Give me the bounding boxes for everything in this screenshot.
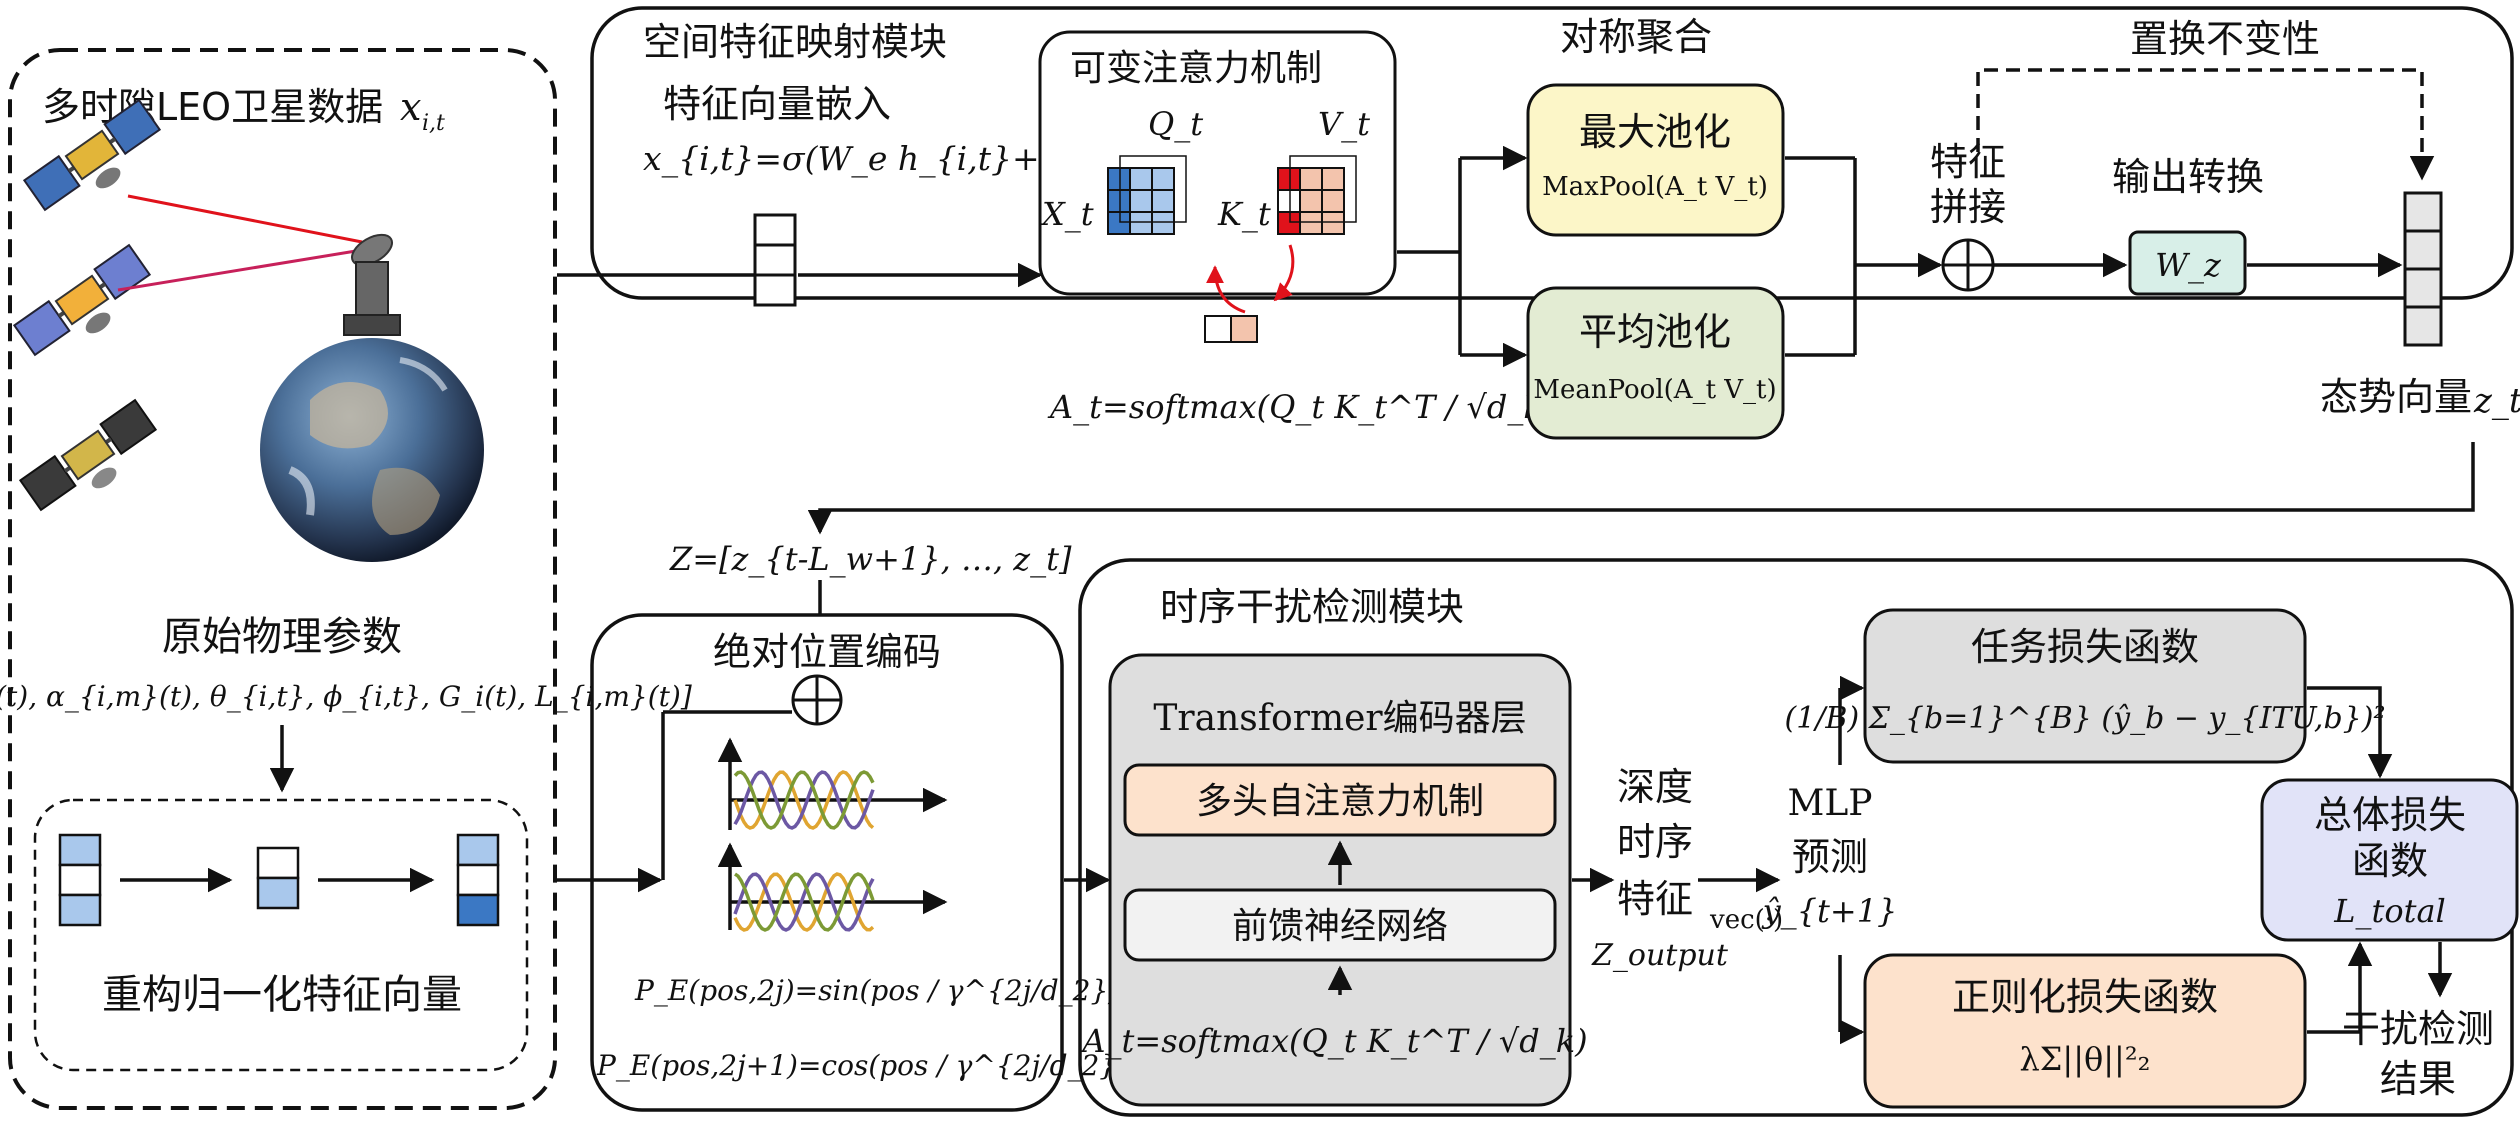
spatial-module-title: 空间特征映射模块 (643, 20, 947, 64)
k-label: K_t (1217, 195, 1271, 233)
pe-sin-formula: P_E(pos,2j)=sin(pos / γ^{2j/d_2}) (634, 974, 1119, 1007)
temporal-module: 时序干扰检测模块 Transformer编码器层 多头自注意力机制 前馈神经网络… (1078, 558, 2519, 1117)
swap-arrow-down (1273, 244, 1295, 302)
norm-vector-1 (58, 833, 102, 927)
mhsa-label: 多头自注意力机制 (1196, 781, 1484, 822)
attention-title: 可变注意力机制 (1070, 48, 1322, 89)
z-sequence-formula: Z=[z_{t-L_w+1}, …, z_t] (669, 540, 1072, 578)
wz-box (2128, 230, 2247, 296)
norm-subpanel (33, 798, 529, 1072)
norm-vector-3 (456, 833, 500, 927)
q-label: Q_t (1148, 105, 1203, 143)
downlink-1 (127, 194, 363, 244)
left-panel-border (8, 48, 557, 1110)
state-label: 态势向量 (2320, 375, 2472, 419)
total-loss-box (2260, 778, 2519, 942)
left-panel: 多时隙LEO卫星数据 x i,t (0, 48, 692, 1110)
ffn-label: 前馈神经网络 (1232, 906, 1448, 947)
reg-loss-formula: λΣ||θ||²₂ (2020, 1040, 2151, 1078)
concat-title-1: 特征 (1930, 140, 2006, 184)
meanpool-box (1526, 286, 1785, 440)
arrow-task-to-total (2307, 686, 2393, 779)
encoder-title: Transformer编码器层 (1153, 698, 1526, 739)
total-loss-formula: L_total (2333, 892, 2446, 930)
position-encoding-border (590, 613, 1064, 1112)
spatial-module: 空间特征映射模块 特征向量嵌入 x_{i,t}=σ(W_e h_{i,t}+b_… (590, 6, 2520, 440)
sinusoid-plot-2 (717, 842, 948, 932)
satellite-1-icon (22, 98, 162, 212)
ffn-box (1123, 888, 1557, 962)
maxpool-title: 最大池化 (1579, 110, 1731, 154)
reg-loss-title: 正则化损失函数 (1952, 975, 2218, 1019)
encoder-attn-formula: A_t=softmax(Q_t K_t^T / √d_k) (1079, 1022, 1587, 1060)
result-label-2: 结果 (2380, 1057, 2456, 1101)
reg-loss-box (1863, 953, 2307, 1109)
mlp-label-1: MLP (1788, 783, 1873, 824)
z-output-label: Z_output (1591, 938, 1729, 973)
deep-feature-1: 深度 (1617, 765, 1693, 809)
mlp-label-2: 预测 (1792, 835, 1868, 879)
mhsa-box (1123, 763, 1557, 837)
pe-cos-formula: P_E(pos,2j+1)=cos(pos / γ^{2j/d_2}) (596, 1049, 1128, 1082)
meanpool-formula: MeanPool(A_t V_t) (1533, 375, 1776, 405)
raw-params-formula: [d_{i,m}(t), α_{i,m}(t), θ_{i,t}, ϕ_{i,t… (0, 680, 692, 713)
meanpool-title: 平均池化 (1579, 310, 1731, 354)
perm-title: 置换不变性 (2130, 17, 2320, 61)
left-title-var: x (400, 85, 421, 129)
task-loss-title: 任务损失函数 (1971, 625, 2199, 669)
task-loss-formula: (1/B) Σ_{b=1}^{B} (ŷ_b − y_{ITU,b})² (1785, 701, 2386, 736)
swap-vector (1204, 315, 1258, 343)
result-label-1: 干扰检测 (2342, 1007, 2494, 1051)
total-loss-2: 函数 (2352, 839, 2428, 883)
state-vector (2403, 191, 2443, 347)
maxpool-box (1526, 83, 1785, 237)
total-loss-1: 总体损失 (2314, 793, 2466, 837)
embed-title: 特征向量嵌入 (663, 82, 891, 126)
earth-icon (260, 338, 484, 562)
ground-station-icon (343, 233, 401, 336)
norm-vector-2 (256, 846, 300, 910)
pos-plus-icon (791, 674, 843, 726)
embed-vector (753, 213, 797, 307)
perm-invariance-arrow (1976, 68, 2435, 181)
vec-label: vec(·) (1709, 905, 1783, 935)
deep-feature-3: 特征 (1617, 877, 1693, 921)
yhat-label: ŷ_{t+1} (1761, 892, 1898, 930)
arrow-state-to-sequence (807, 442, 2475, 535)
pos-encoding-title: 绝对位置编码 (713, 630, 941, 674)
left-title-sub: i,t (422, 111, 445, 136)
downlink-2 (117, 248, 363, 292)
norm-label: 重构归一化特征向量 (102, 972, 462, 1018)
x-label: X_t (1039, 195, 1094, 233)
concat-title-2: 拼接 (1930, 185, 2006, 229)
maxpool-formula: MaxPool(A_t V_t) (1542, 172, 1768, 202)
swap-arrow-up (1206, 265, 1246, 314)
position-encoding-block: 绝对位置编码 P_E(pos,2j)=sin(pos / γ^{2j/d_2})… (557, 613, 1128, 1112)
attn-formula: A_t=softmax(Q_t K_t^T / √d_k) (1047, 388, 1555, 426)
embed-formula: x_{i,t}=σ(W_e h_{i,t}+b_e) (643, 139, 1110, 179)
arrow-reg-to-total (2307, 941, 2373, 1034)
satellite-2-icon (12, 243, 152, 357)
v-label: V_t (1318, 105, 1370, 143)
raw-params-title: 原始物理参数 (162, 614, 402, 660)
key-value-matrix (1277, 155, 1357, 235)
query-matrix (1107, 155, 1187, 235)
out-transform-title: 输出转换 (2112, 155, 2264, 199)
satellite-3-icon (18, 398, 158, 512)
wz-label: W_z (2155, 246, 2222, 284)
task-loss-box (1863, 608, 2307, 764)
deep-feature-2: 时序 (1617, 820, 1693, 864)
sym-agg-title: 对称聚合 (1560, 15, 1712, 59)
state-var: z_t (2473, 381, 2520, 421)
temporal-module-title: 时序干扰检测模块 (1160, 585, 1464, 629)
concat-plus-icon (1941, 238, 1995, 292)
left-title: 多时隙LEO卫星数据 (42, 85, 383, 129)
sinusoid-plot-1 (717, 737, 948, 830)
